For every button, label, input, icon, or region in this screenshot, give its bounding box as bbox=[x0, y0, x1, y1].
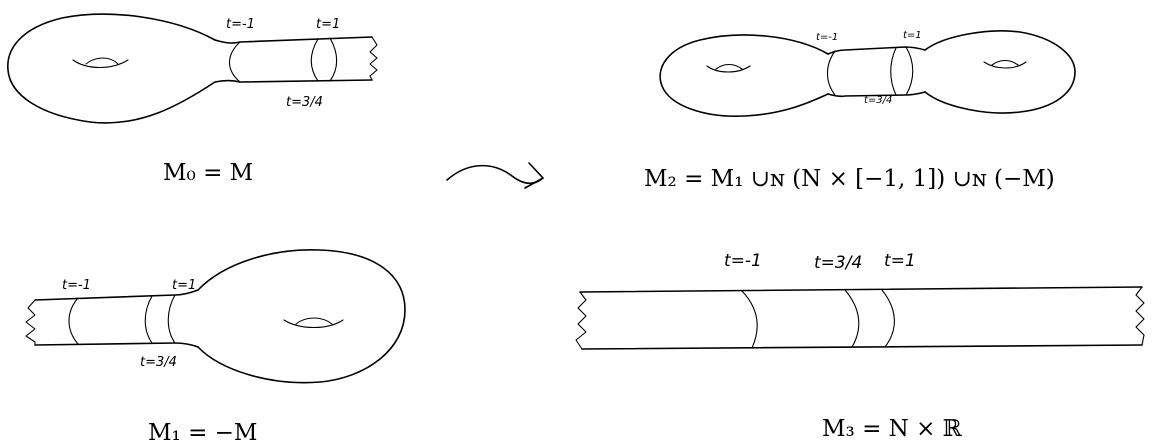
m1-label-t-34: t=3/4 bbox=[140, 355, 177, 370]
m3-cut-t-neg1 bbox=[741, 290, 758, 349]
m3-caption: M₃ = N × ℝ bbox=[822, 416, 963, 442]
m2-label-t-neg1: t=-1 bbox=[816, 32, 838, 43]
m1-label-t-neg1: t=-1 bbox=[62, 278, 91, 293]
m0-cut-left bbox=[228, 41, 241, 83]
m3-cut-t-34 bbox=[844, 289, 860, 348]
m2-cut-right bbox=[905, 46, 914, 96]
m2-left-hole-lower bbox=[706, 65, 751, 73]
panel-m3: t=-1 t=3/4 t=1 M₃ = N × ℝ bbox=[575, 251, 1145, 442]
m1-label-t-1: t=1 bbox=[172, 278, 196, 293]
m2-right-bulb bbox=[924, 30, 1076, 114]
m1-neck-bottom bbox=[34, 342, 199, 348]
m0-bulb-outline bbox=[7, 13, 216, 124]
m0-neck-top bbox=[214, 36, 373, 44]
squiggle-arrow-icon bbox=[446, 162, 544, 189]
m1-zigzag-edge bbox=[25, 299, 36, 346]
m2-cut-mid bbox=[890, 47, 897, 96]
m2-caption: M₂ = M₁ ∪ɴ (N × [−1, 1]) ∪ɴ (−M) bbox=[644, 166, 1055, 192]
panel-m2: t=-1 t=1 t=3/4 M₂ = M₁ ∪ɴ (N × [−1, 1]) … bbox=[644, 30, 1076, 192]
m1-caption: M₁ = −M bbox=[148, 420, 258, 446]
m0-label-t-neg1: t=-1 bbox=[226, 17, 255, 32]
m2-left-hole-upper bbox=[715, 63, 743, 70]
m1-cut-mid bbox=[144, 295, 153, 344]
m0-zigzag-edge bbox=[369, 36, 378, 81]
m0-cut-mid bbox=[310, 38, 319, 82]
panel-m0: t=-1 t=1 t=3/4 M₀ = M bbox=[7, 13, 378, 186]
m3-right-zigzag bbox=[1135, 286, 1145, 346]
m1-hole-lower bbox=[283, 319, 344, 328]
m2-right-hole-upper bbox=[991, 59, 1019, 66]
m3-left-zigzag bbox=[575, 291, 587, 350]
m1-bulb-outline bbox=[197, 249, 406, 384]
m0-hole-lower bbox=[72, 59, 129, 69]
m3-cut-t-1 bbox=[881, 289, 895, 348]
m0-cut-right bbox=[329, 37, 338, 82]
m1-cut-right bbox=[167, 294, 176, 344]
m2-neck-bottom bbox=[827, 91, 926, 98]
m3-top-edge bbox=[579, 286, 1143, 293]
m2-label-t-1: t=1 bbox=[903, 30, 922, 41]
m3-bottom-edge bbox=[581, 344, 1143, 350]
m2-neck-top bbox=[827, 46, 926, 55]
m2-cut-left bbox=[826, 50, 836, 96]
m3-label-t-34: t=3/4 bbox=[814, 253, 862, 273]
m1-cut-left bbox=[68, 297, 79, 345]
m3-label-t-neg1: t=-1 bbox=[724, 251, 762, 271]
m2-label-t-34: t=3/4 bbox=[864, 95, 892, 106]
m0-label-t-1: t=1 bbox=[316, 17, 340, 32]
panel-m1: t=-1 t=1 t=3/4 M₁ = −M bbox=[25, 249, 406, 446]
m0-label-t-34: t=3/4 bbox=[286, 95, 323, 110]
m0-hole-upper bbox=[85, 57, 119, 65]
m2-right-hole-lower bbox=[983, 61, 1027, 69]
m3-label-t-1: t=1 bbox=[884, 251, 916, 271]
m2-left-bulb bbox=[659, 34, 829, 117]
m0-caption: M₀ = M bbox=[163, 160, 253, 186]
m1-hole-upper bbox=[295, 317, 333, 325]
